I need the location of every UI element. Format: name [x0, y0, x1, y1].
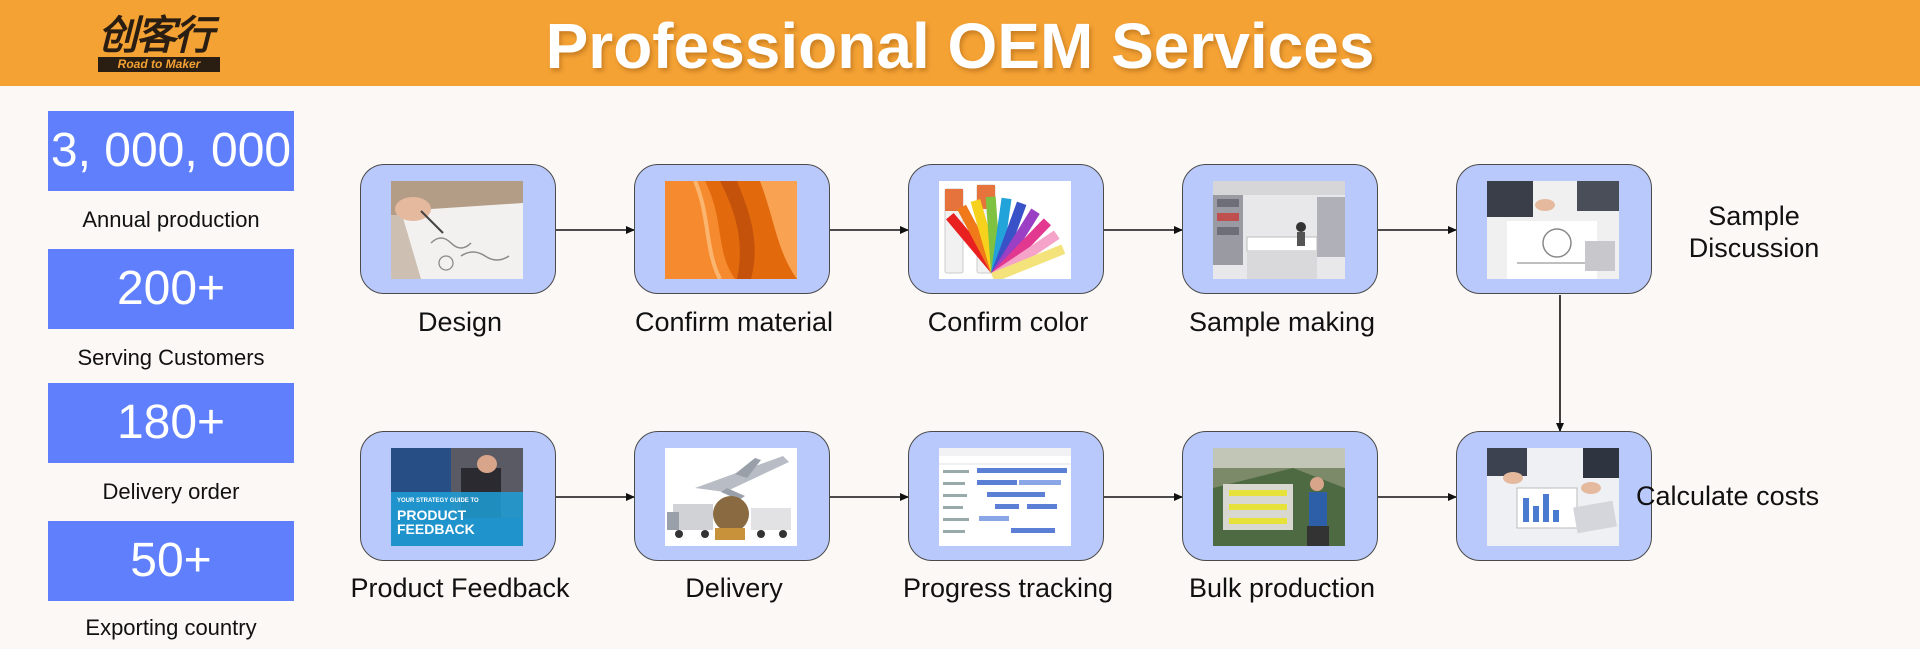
brand-logo: 创客行 Road to Maker: [98, 13, 222, 73]
process-node-sample-making: [1182, 164, 1378, 294]
process-label-delivery: Delivery: [685, 573, 783, 603]
process-label-sample-making: Sample making: [1188, 307, 1376, 337]
stat-value-annual-production: 3, 000, 000: [48, 111, 294, 191]
process-label-sample-discussion: Sample Discussion: [1688, 201, 1820, 263]
discussion-meeting-image: [1487, 181, 1619, 279]
process-node-progress-tracking: [908, 431, 1104, 561]
process-node-sample-discussion: [1456, 164, 1652, 294]
stat-value-serving-customers: 200+: [48, 249, 294, 329]
process-label-bulk-production: Bulk production: [1188, 573, 1376, 603]
cost-calculation-image: [1487, 448, 1619, 546]
process-node-confirm-color: [908, 164, 1104, 294]
process-label-calculate-costs: Calculate costs: [1636, 481, 1820, 511]
process-node-bulk-production: [1182, 431, 1378, 561]
color-swatch-image: [939, 181, 1071, 279]
process-label-confirm-color: Confirm color: [927, 307, 1089, 337]
stat-label-serving-customers: Serving Customers: [77, 345, 265, 370]
stat-label-delivery-order: Delivery order: [102, 479, 240, 504]
delivery-transport-image: [665, 448, 797, 546]
logo-tagline: Road to Maker: [98, 57, 220, 72]
sample-workshop-image: [1213, 181, 1345, 279]
page-title: Professional OEM Services: [545, 10, 1375, 82]
process-node-delivery: [634, 431, 830, 561]
header-bar: 创客行 Road to Maker Professional OEM Servi…: [0, 0, 1920, 86]
material-fabric-image: [665, 181, 797, 279]
process-label-design: Design: [417, 307, 503, 337]
design-sketch-image: [391, 181, 523, 279]
process-node-design: [360, 164, 556, 294]
feedback-image-subtitle: YOUR STRATEGY GUIDE TO: [397, 498, 479, 504]
process-label-progress-tracking: Progress tracking: [902, 573, 1114, 603]
process-label-confirm-material: Confirm material: [634, 307, 834, 337]
feedback-image-title-1: PRODUCT: [397, 507, 467, 523]
stat-value-exporting-country: 50+: [48, 521, 294, 601]
stat-value-delivery-order: 180+: [48, 383, 294, 463]
progress-gantt-image: [939, 448, 1071, 546]
bulk-production-image: [1213, 448, 1345, 546]
process-node-confirm-material: [634, 164, 830, 294]
process-node-product-feedback: YOUR STRATEGY GUIDE TO PRODUCT FEEDBACK: [360, 431, 556, 561]
process-node-calculate-costs: [1456, 431, 1652, 561]
stat-label-annual-production: Annual production: [82, 207, 260, 232]
logo-chinese-text: 创客行: [98, 13, 214, 59]
feedback-image-title-2: FEEDBACK: [397, 521, 475, 537]
process-label-product-feedback: Product Feedback: [350, 573, 570, 603]
product-feedback-image: YOUR STRATEGY GUIDE TO PRODUCT FEEDBACK: [391, 448, 523, 546]
stat-label-exporting-country: Exporting country: [85, 615, 257, 640]
